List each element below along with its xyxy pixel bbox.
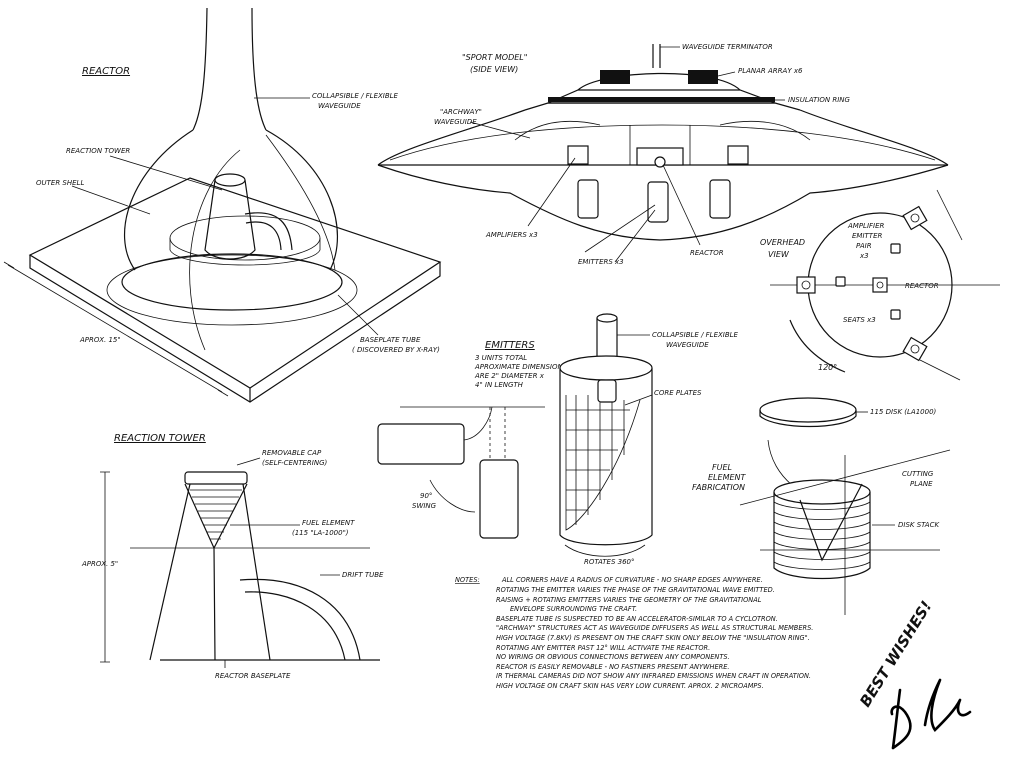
reactor-dimension-label: APROX. 15" (79, 336, 121, 344)
emitters-swing-label-1: 90° (420, 492, 432, 500)
overhead-angle-label: 120° (818, 363, 837, 372)
signature: BEST WISHES! (856, 598, 972, 750)
note-line: HIGH VOLTAGE (7.8KV) IS PRESENT ON THE C… (496, 634, 810, 642)
fuel-cutting-label-2: PLANE (910, 480, 933, 488)
sport-terminator-label: WAVEGUIDE TERMINATOR (682, 43, 773, 51)
sport-emitters-label: EMITTERS x3 (578, 258, 624, 266)
overhead-amplifier-label-4: x3 (859, 252, 869, 260)
tower-cap-label-1: REMOVABLE CAP (262, 449, 322, 457)
emitters-desc-2: APROXIMATE DIMENSIONS (474, 363, 568, 371)
tower-height-label: APROX. 5" (81, 560, 118, 568)
note-line: ROTATING ANY EMITTER PAST 12° WILL ACTIV… (496, 644, 710, 652)
reactor-baseplate-label-2: ( DISCOVERED BY X-RAY) (352, 346, 440, 354)
emitters-desc-1: 3 UNITS TOTAL (475, 354, 527, 362)
emitters-title: EMITTERS (485, 340, 535, 351)
overhead-amplifier-label-1: AMPLIFIER (847, 222, 885, 230)
overhead-seats-label: SEATS x3 (843, 316, 876, 324)
planar-array-2 (688, 70, 718, 84)
overhead-view-drawing: OVERHEAD VIEW AMPLIFIER EMITTER PAIR x3 … (760, 189, 1000, 381)
note-line: "ARCHWAY" STRUCTURES ACT AS WAVEGUIDE DI… (496, 624, 813, 632)
sport-planar-label: PLANAR ARRAY x6 (738, 67, 803, 75)
emitters-rotates-label: ROTATES 360° (584, 558, 635, 566)
emitters-waveguide-label-1: COLLAPSIBLE / FLEXIBLE (652, 331, 739, 339)
note-line: IR THERMAL CAMERAS DID NOT SHOW ANY INFR… (496, 672, 811, 680)
fuel-title-2: ELEMENT (708, 473, 747, 482)
emitters-drawing: EMITTERS 3 UNITS TOTAL APROXIMATE DIMENS… (377, 313, 739, 566)
fuel-title-3: FABRICATION (692, 483, 745, 492)
tower-cap-label-2: (SELF-CENTERING) (262, 459, 328, 467)
tower-base-label: REACTOR BASEPLATE (215, 672, 291, 680)
signature-greeting: BEST WISHES! (856, 598, 936, 710)
tower-drift-label: DRIFT TUBE (342, 571, 384, 579)
insulation-ring (548, 97, 775, 102)
emitters-desc-4: 4" IN LENGTH (475, 381, 524, 389)
tower-title: REACTION TOWER (114, 433, 206, 444)
overhead-reactor-label: REACTOR (905, 282, 939, 290)
overhead-amplifier-label-3: PAIR (856, 242, 872, 250)
overhead-amplifier-label-2: EMITTER (852, 232, 883, 240)
reactor-drawing: REACTOR APROX. 15" COLLAPSIBLE / FLEXIBL… (3, 7, 442, 403)
sport-amplifiers-label: AMPLIFIERS x3 (485, 231, 538, 239)
sport-archway-label-1: "ARCHWAY" (440, 108, 482, 116)
note-line: RAISING + ROTATING EMITTERS VARIES THE G… (496, 596, 762, 604)
sport-reactor-label: REACTOR (690, 249, 724, 257)
signature-scrawl (890, 678, 972, 750)
emitters-desc-3: ARE 2" DIAMETER x (474, 372, 545, 380)
note-line: REACTOR IS EASILY REMOVABLE - NO FASTNER… (496, 663, 730, 671)
emitters-waveguide-label-2: WAVEGUIDE (666, 341, 709, 349)
sport-archway-label-2: WAVEGUIDE (434, 118, 477, 126)
emitters-swing-label-2: SWING (412, 502, 437, 510)
sport-model-subtitle: (SIDE VIEW) (470, 65, 518, 74)
sport-model-title: "SPORT MODEL" (462, 53, 527, 62)
sport-insulation-label: INSULATION RING (788, 96, 851, 104)
fuel-fabrication-drawing: FUEL ELEMENT FABRICATION 115 DISK (LA100… (692, 397, 951, 615)
note-line: NO WIRING OR OBVIOUS CONNECTIONS BETWEEN… (496, 653, 730, 661)
overhead-title-1: OVERHEAD (760, 238, 805, 247)
reaction-tower-drawing: REACTION TOWER APROX. 5" REMOVABLE CAP (… (81, 433, 384, 680)
tower-fuel-label-2: (115 "LA-1000") (292, 529, 349, 537)
reactor-shell-label: OUTER SHELL (36, 179, 84, 187)
note-line: ENVELOPE SURROUNDING THE CRAFT. (510, 605, 637, 613)
notes-title: NOTES: (455, 576, 480, 584)
reactor-waveguide-label-2: WAVEGUIDE (318, 102, 361, 110)
notes-block: NOTES: ALL CORNERS HAVE A RADIUS OF CURV… (455, 576, 813, 690)
reactor-baseplate-label-1: BASEPLATE TUBE (360, 336, 421, 344)
fuel-title-1: FUEL (712, 463, 732, 472)
reactor-waveguide-label-1: COLLAPSIBLE / FLEXIBLE (312, 92, 399, 100)
fuel-stack-label: DISK STACK (898, 521, 940, 529)
note-line: ROTATING THE EMITTER VARIES THE PHASE OF… (496, 586, 775, 594)
fuel-cutting-label-1: CUTTING (902, 470, 934, 478)
note-line: BASEPLATE TUBE IS SUSPECTED TO BE AN ACC… (496, 615, 778, 623)
note-line: ALL CORNERS HAVE A RADIUS OF CURVATURE -… (501, 576, 763, 584)
planar-array-1 (600, 70, 630, 84)
reactor-tower-label: REACTION TOWER (66, 147, 130, 155)
emitters-core-label: CORE PLATES (654, 389, 702, 397)
reactor-title: REACTOR (82, 66, 130, 77)
fuel-disk-label: 115 DISK (LA1000) (870, 408, 937, 416)
overhead-title-2: VIEW (768, 250, 790, 259)
note-line: HIGH VOLTAGE ON CRAFT SKIN HAS VERY LOW … (496, 682, 764, 690)
tower-fuel-label-1: FUEL ELEMENT (302, 519, 355, 527)
sport-model-drawing: "SPORT MODEL" (SIDE VIEW) WAVEGUIDE TERM… (377, 43, 949, 266)
